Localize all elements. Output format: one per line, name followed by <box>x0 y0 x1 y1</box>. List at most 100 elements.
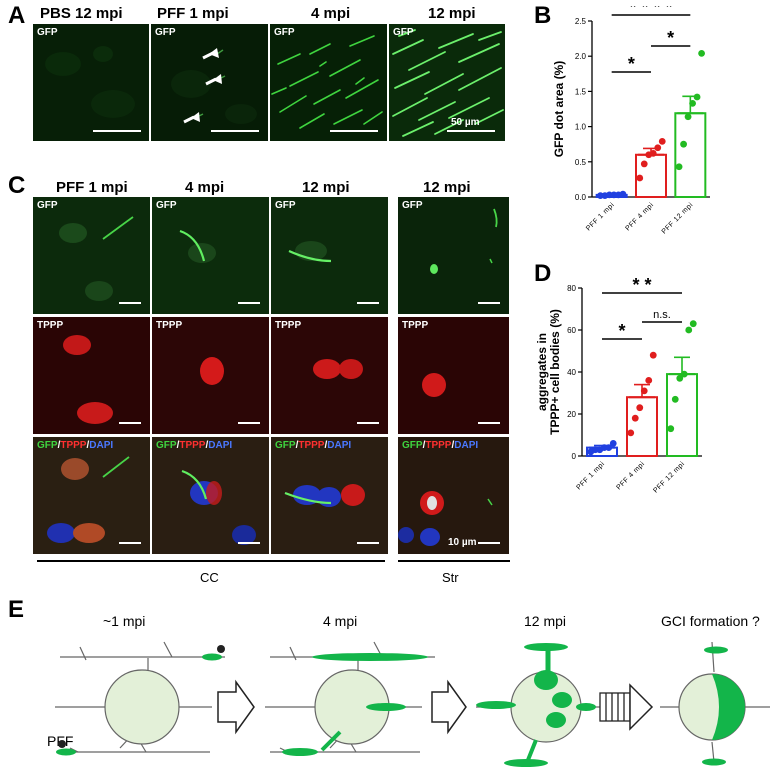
data-point <box>680 140 687 148</box>
x-tick-label: PFF 1 mpi <box>575 460 606 491</box>
gfp-aggregate <box>476 701 516 709</box>
micrograph-c-merge-label: GFP/TPPP/DAPI <box>37 440 114 451</box>
scale-bar <box>330 130 378 132</box>
scale-bar-label: 10 µm <box>448 537 477 548</box>
data-point <box>658 137 666 145</box>
cell-1mpi <box>55 641 225 753</box>
x-tick-label: PFF 4 mpi <box>624 201 655 232</box>
region-bracket-cc <box>37 560 385 562</box>
micrograph-c-tppp-label: TPPP <box>156 320 183 331</box>
gfp-aggregate <box>702 758 726 766</box>
gci-inclusion <box>712 674 745 740</box>
scale-bar <box>238 302 260 304</box>
micrograph-c-merge-3: GFP/TPPP/DAPI <box>271 437 388 554</box>
panel-a-col-12mpi: 12 mpi <box>428 5 476 22</box>
scale-bar <box>119 542 141 544</box>
micrograph-a-12mpi-label: GFP <box>393 27 414 38</box>
cell-gci <box>660 641 770 763</box>
bar <box>674 112 707 198</box>
data-point <box>684 113 692 121</box>
panel-c-col-pff1: PFF 1 mpi <box>56 179 128 196</box>
y-tick-label: 0 <box>572 452 577 461</box>
stage-label-1mpi: ~1 mpi <box>103 613 146 629</box>
panel-label-c: C <box>8 172 26 199</box>
data-point <box>667 425 675 433</box>
stage-label-4mpi: 4 mpi <box>323 613 358 629</box>
data-point <box>675 163 683 171</box>
data-point <box>609 440 617 447</box>
data-point <box>649 149 657 157</box>
scale-bar <box>357 302 379 304</box>
scale-bar <box>478 302 500 304</box>
y-tick-label: 0.0 <box>575 193 587 202</box>
scale-bar-label: 50 µm <box>451 117 480 128</box>
scale-bar <box>447 130 495 132</box>
micrograph-c-merge-4: GFP/TPPP/DAPI 10 µm <box>398 437 509 554</box>
significance-label: * * * * <box>629 6 672 17</box>
data-point <box>671 395 679 403</box>
x-tick-label: PFF 1 mpi <box>585 201 616 232</box>
micrograph-c-tppp-2: TPPP <box>152 317 269 434</box>
significance-label: n.s. <box>653 309 671 321</box>
gfp-aggregate <box>366 703 406 711</box>
micrograph-a-pbs-label: GFP <box>37 27 58 38</box>
data-point <box>645 377 653 384</box>
micrograph-c-tppp-label: TPPP <box>402 320 429 331</box>
panel-a-col-pbs12: PBS 12 mpi <box>40 5 123 22</box>
y-tick-label: 2.5 <box>575 17 587 26</box>
panel-c-col-12mpi-cc: 12 mpi <box>302 179 350 196</box>
gfp-aggregate <box>552 692 572 708</box>
micrograph-c-tppp-1: TPPP <box>33 317 150 434</box>
gfp-aggregate <box>576 703 596 711</box>
micrograph-a-4mpi: GFP <box>270 24 387 141</box>
y-tick-label: 0.5 <box>575 158 587 167</box>
micrograph-c-gfp-label: GFP <box>275 200 296 211</box>
gfp-aggregate <box>526 739 538 761</box>
y-tick-label: 1.5 <box>575 87 587 96</box>
y-axis-label: TPPP+ cell bodies (%) <box>548 309 562 435</box>
region-label-str: Str <box>442 570 459 585</box>
significance-label: * * <box>632 275 651 295</box>
scale-bar <box>478 422 500 424</box>
y-tick-label: 1.0 <box>575 123 587 132</box>
data-point <box>680 370 688 378</box>
micrograph-c-merge-label: GFP/TPPP/DAPI <box>402 440 479 451</box>
gfp-aggregate <box>312 653 428 661</box>
diagram-e <box>55 641 770 767</box>
significance-label: * <box>618 321 625 341</box>
y-axis-label: aggregates in <box>535 333 549 411</box>
data-point <box>631 414 639 422</box>
scale-bar <box>357 542 379 544</box>
gfp-aggregate <box>704 646 728 654</box>
scale-bar <box>93 130 141 132</box>
panel-c-col-4mpi: 4 mpi <box>185 179 225 196</box>
panel-c-col-12mpi-str: 12 mpi <box>423 179 471 196</box>
gfp-aggregate <box>524 643 568 651</box>
significance-label: * <box>628 54 635 74</box>
panel-label-d: D <box>534 260 552 287</box>
region-bracket-str <box>398 560 510 562</box>
panel-label-b: B <box>534 2 552 29</box>
y-tick-label: 60 <box>567 326 576 335</box>
gfp-aggregate <box>282 748 318 756</box>
data-point <box>627 429 635 437</box>
micrograph-a-12mpi: GFP 50 µm <box>389 24 505 141</box>
y-tick-label: 40 <box>567 368 576 377</box>
data-point <box>649 351 657 359</box>
micrograph-c-gfp-label: GFP <box>156 200 177 211</box>
panel-label-a: A <box>8 2 26 29</box>
pff-seed <box>217 645 225 653</box>
micrograph-c-gfp-4: GFP <box>398 197 509 314</box>
data-point <box>689 99 696 107</box>
y-axis-label: GFP dot area (%) <box>552 61 566 157</box>
data-point <box>698 49 705 57</box>
scale-bar <box>119 302 141 304</box>
micrograph-c-gfp-label: GFP <box>402 200 423 211</box>
scale-bar <box>119 422 141 424</box>
gfp-aggregate <box>320 730 342 752</box>
micrograph-c-gfp-3: GFP <box>271 197 388 314</box>
data-point <box>676 374 684 382</box>
gfp-aggregate <box>534 670 558 690</box>
